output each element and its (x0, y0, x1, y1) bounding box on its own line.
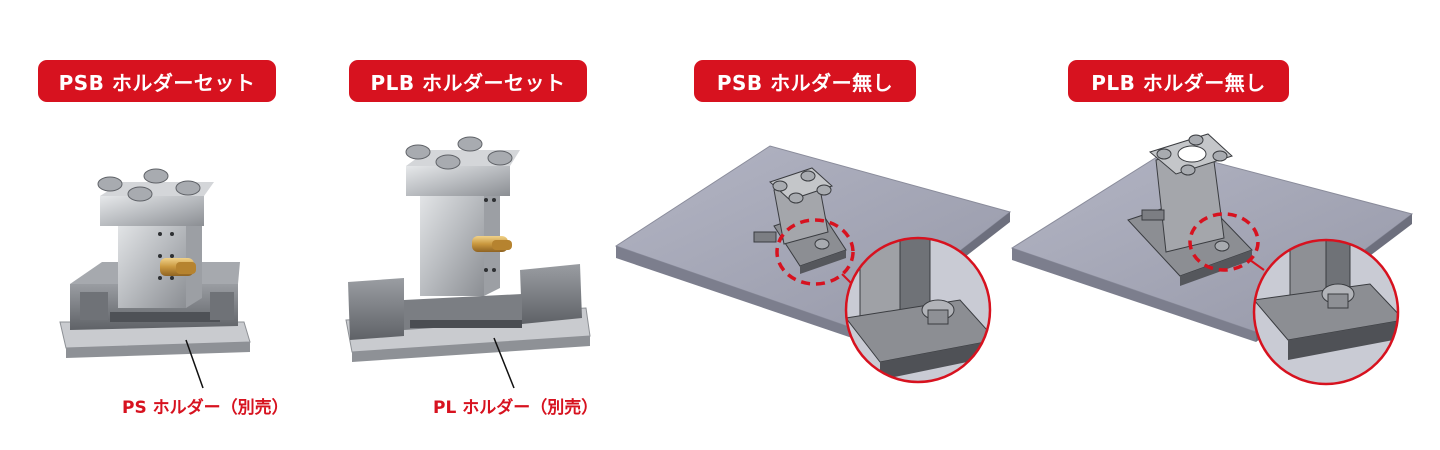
badge-plb-no-holder: PLB ホルダー無し (1068, 60, 1289, 102)
plb-holder-set-image (345, 136, 591, 389)
badge-psb-no-holder: PSB ホルダー無し (694, 60, 916, 102)
plb-no-holder-image (1010, 133, 1414, 386)
badge-plb-holder-set: PLB ホルダーセット (349, 60, 587, 102)
psb-holder-set-image (59, 168, 251, 389)
caption-ps-holder-sold-separately: PS ホルダー（別売） (122, 398, 289, 418)
caption-pl-holder-sold-separately: PL ホルダー（別売） (433, 398, 599, 418)
badge-psb-holder-set: PSB ホルダーセット (38, 60, 276, 102)
psb-no-holder-image (614, 145, 1012, 384)
